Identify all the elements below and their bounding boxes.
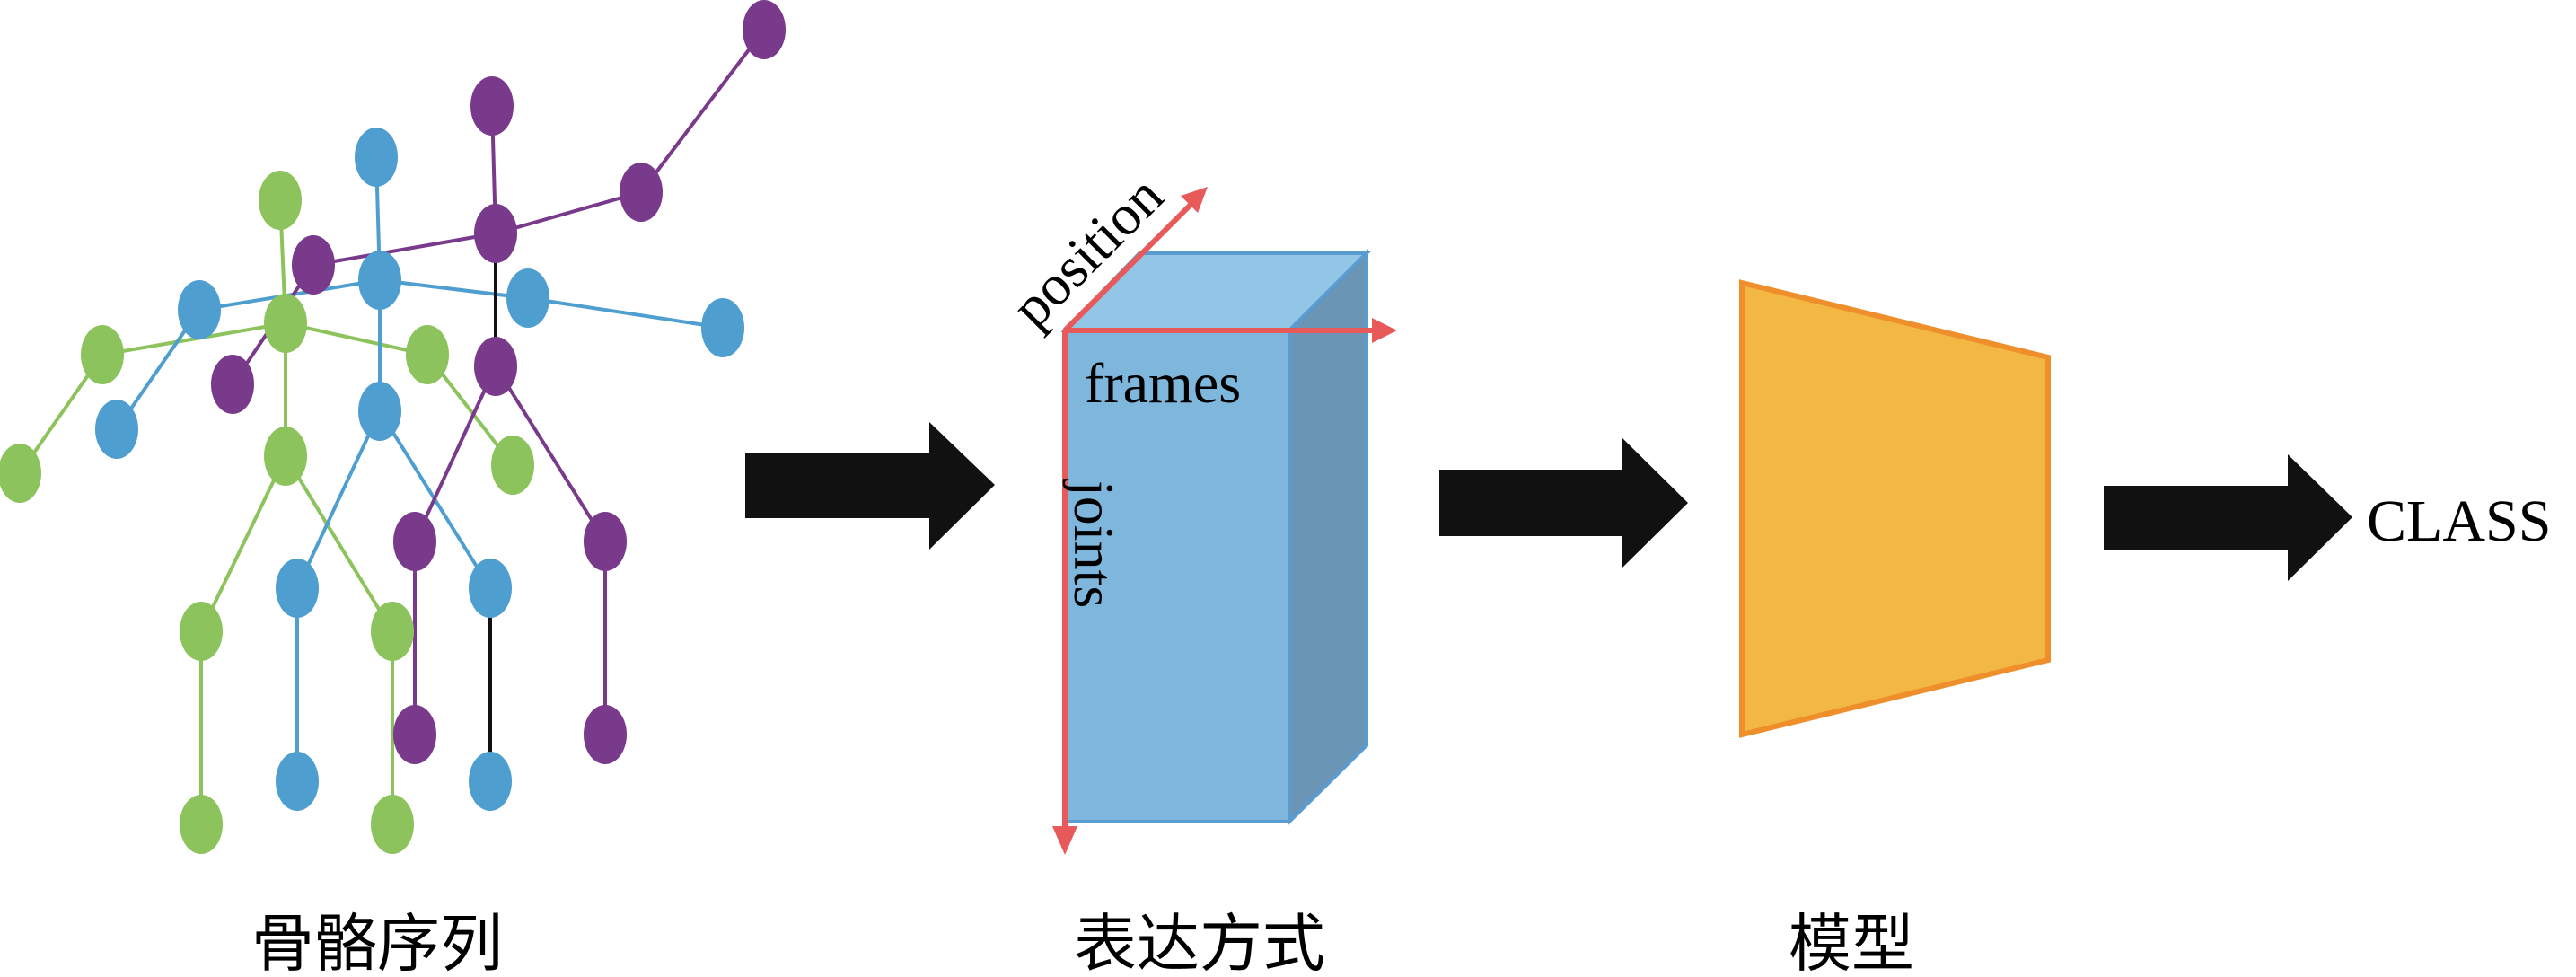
joint [180,602,223,661]
joint [276,752,319,811]
joint [620,163,663,222]
skeleton-caption: 骨骼序列 [251,911,503,977]
joint [358,382,401,441]
joint [178,280,221,339]
green-joints [0,171,534,854]
representation-caption: 表达方式 [1074,911,1325,977]
joint [474,204,517,263]
purple-joints [211,0,786,764]
joint [276,559,319,618]
joint [469,752,512,811]
joint [180,795,223,854]
cube-axes [1052,187,1397,855]
skeleton-sequence [0,0,786,854]
joint [743,0,786,59]
joints-axis-label: joints [1062,479,1126,608]
joint [355,128,398,187]
joint [259,171,302,230]
arrow-right-icon [1439,438,1688,568]
joint [393,705,436,764]
joint [358,251,401,310]
joint [371,795,414,854]
joint [264,427,307,486]
joint [0,444,41,503]
purple-skeleton-bones [231,28,766,783]
joint [701,298,744,357]
cube-side-face [1288,249,1368,826]
joint [491,436,534,495]
model-caption: 模型 [1789,911,1914,977]
arrow-right-icon [745,422,995,550]
joint [584,705,627,764]
joint [506,268,549,328]
joint [393,512,436,571]
joint [406,325,449,384]
model-block [1739,279,2051,738]
joint [81,325,124,384]
joint [469,559,512,618]
joint [292,235,335,295]
green-skeleton-bones [18,198,514,826]
joint [211,355,254,414]
cube-front-face [1063,329,1291,823]
joint [95,400,138,459]
output-class-label: CLASS [2367,488,2551,554]
representation-cube: position frames joints [999,163,1397,855]
joint [264,294,307,353]
joint [470,76,514,136]
arrow-right-icon [2104,454,2352,581]
blue-skeleton-bones [115,155,725,783]
joint [371,602,414,661]
joint [584,512,627,571]
joint [474,337,517,396]
frames-axis-label: frames [1085,351,1241,415]
blue-joints [95,128,744,811]
